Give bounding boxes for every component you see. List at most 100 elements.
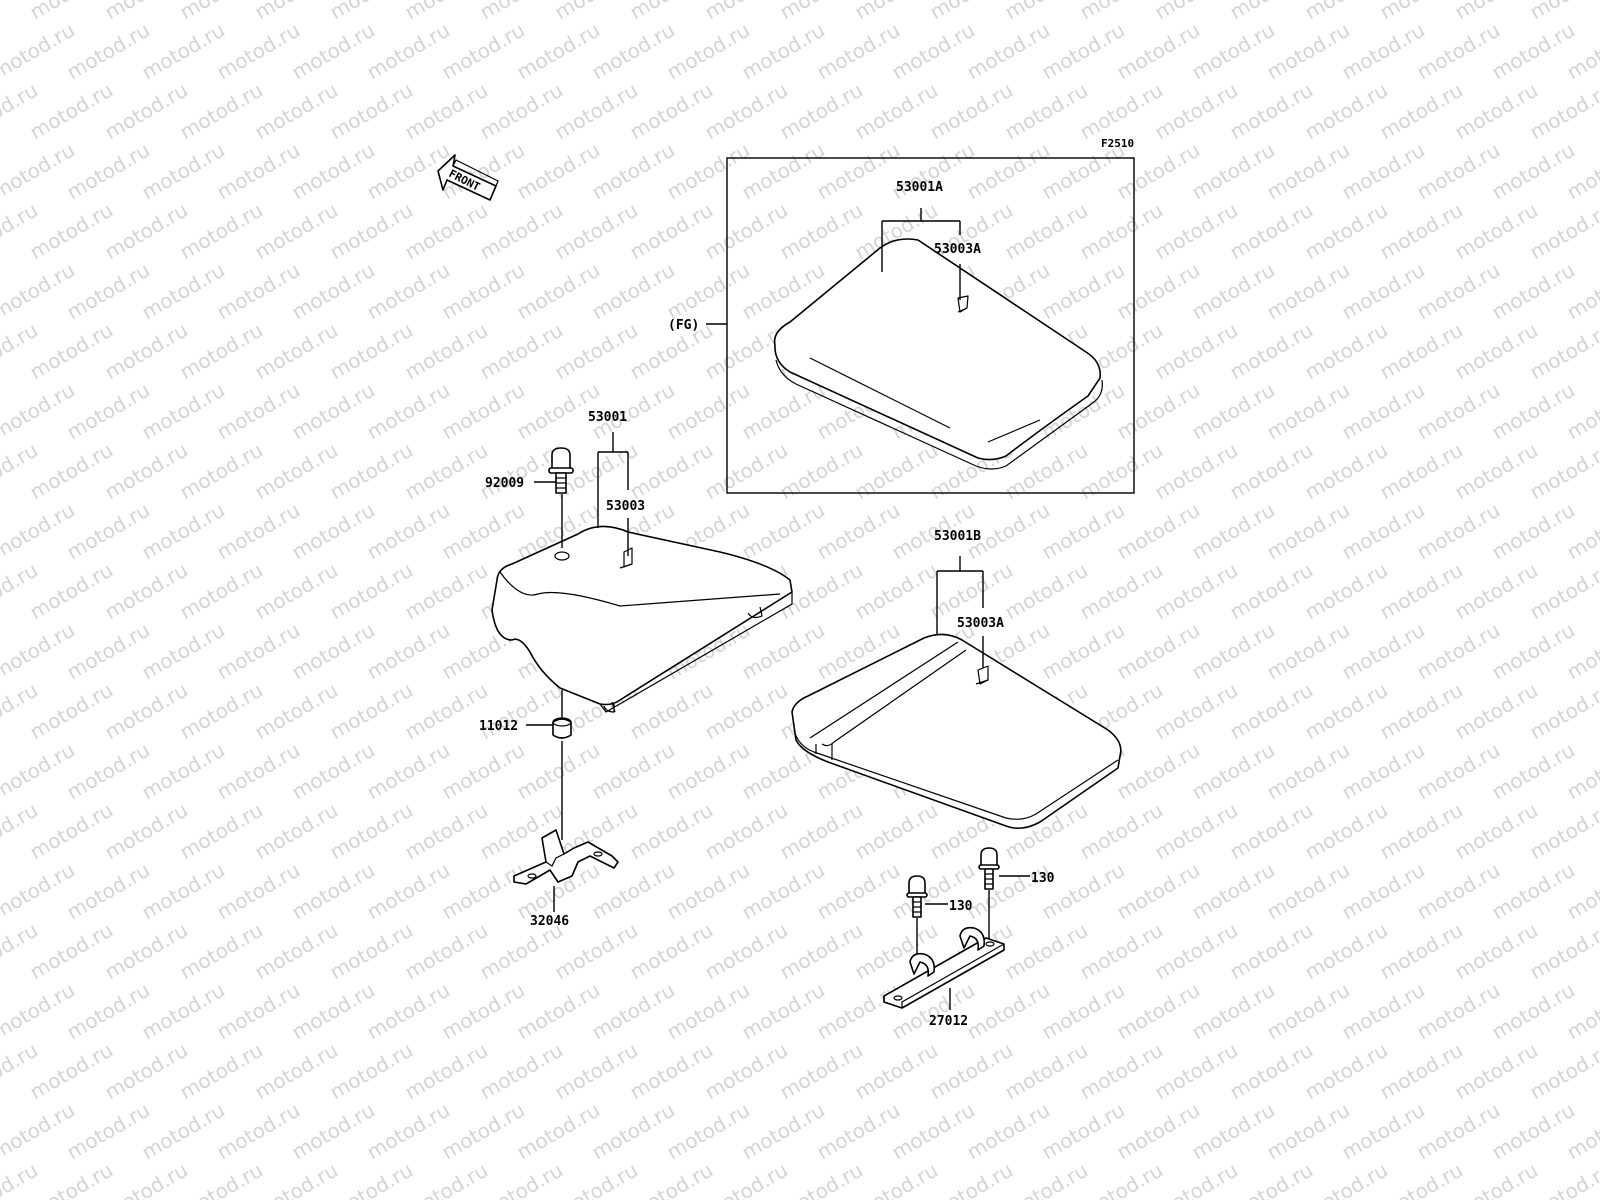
watermark-text: motod.ru [1226, 438, 1317, 505]
watermark-text: motod.ru [888, 1098, 979, 1165]
watermark-text: motod.ru [326, 198, 417, 265]
watermark-text: motod.ru [738, 1098, 829, 1165]
watermark-text: motod.ru [813, 138, 904, 205]
watermark-text: motod.ru [588, 18, 679, 85]
watermark-text: motod.ru [138, 18, 229, 85]
watermark-text: motod.ru [101, 198, 192, 265]
watermark-text: motod.ru [1113, 378, 1204, 445]
watermark-text: motod.ru [1526, 678, 1600, 745]
watermark-text: motod.ru [26, 438, 117, 505]
watermark-text: motod.ru [288, 978, 379, 1045]
watermark-text: motod.ru [213, 1098, 304, 1165]
watermark-text: motod.ru [1301, 558, 1392, 625]
watermark-text: motod.ru [1188, 378, 1279, 445]
watermark-text: motod.ru [813, 498, 904, 565]
watermark-text: motod.ru [251, 1038, 342, 1105]
watermark-text: motod.ru [288, 738, 379, 805]
watermark-text: motod.ru [0, 738, 79, 805]
watermark-text: motod.ru [326, 438, 417, 505]
watermark-text: motod.ru [663, 978, 754, 1045]
watermark-text: motod.ru [1526, 318, 1600, 385]
watermark-text: motod.ru [963, 858, 1054, 925]
watermark-text: motod.ru [1076, 798, 1167, 865]
watermark-text: motod.ru [1451, 1038, 1542, 1105]
watermark-text: motod.ru [363, 858, 454, 925]
watermark-text: motod.ru [1301, 318, 1392, 385]
watermark-text: motod.ru [776, 1038, 867, 1105]
watermark-text: motod.ru [138, 138, 229, 205]
watermark-text: motod.ru [513, 18, 604, 85]
watermark-text: motod.ru [1188, 978, 1279, 1045]
watermark-text: motod.ru [401, 798, 492, 865]
watermark-text: motod.ru [213, 138, 304, 205]
watermark-text: motod.ru [701, 78, 792, 145]
watermark-text: motod.ru [401, 918, 492, 985]
watermark-text: motod.ru [138, 858, 229, 925]
watermark-text: motod.ru [1001, 558, 1092, 625]
watermark-text: motod.ru [663, 378, 754, 445]
watermark-text: motod.ru [738, 378, 829, 445]
watermark-text: motod.ru [363, 1098, 454, 1165]
watermark-text: motod.ru [1113, 1098, 1204, 1165]
watermark-text: motod.ru [626, 1038, 717, 1105]
watermark-text: motod.ru [1526, 918, 1600, 985]
bracket-32046 [513, 829, 619, 885]
figure-code: F2510 [1101, 137, 1134, 150]
watermark-text: motod.ru [663, 738, 754, 805]
watermark-text: motod.ru [1451, 318, 1542, 385]
watermark-text: motod.ru [1113, 738, 1204, 805]
watermark-text: motod.ru [1301, 678, 1392, 745]
watermark-text: motod.ru [1188, 1098, 1279, 1165]
watermark-text: motod.ru [176, 1038, 267, 1105]
inset-frame [726, 157, 1135, 494]
watermark-text: motod.ru [626, 798, 717, 865]
watermark-text: motod.ru [1001, 198, 1092, 265]
watermark-text: motod.ru [213, 738, 304, 805]
watermark-text: motod.ru [1188, 258, 1279, 325]
watermark-text: motod.ru [1188, 138, 1279, 205]
watermark-text: motod.ru [851, 438, 942, 505]
watermark-text: motod.ru [1488, 978, 1579, 1045]
watermark-text: motod.ru [963, 18, 1054, 85]
watermark-text: motod.ru [176, 918, 267, 985]
watermark-text: motod.ru [1038, 18, 1129, 85]
watermark-text: motod.ru [0, 18, 79, 85]
watermark-text: motod.ru [0, 498, 79, 565]
watermark-text: motod.ru [1076, 198, 1167, 265]
watermark-text: motod.ru [663, 858, 754, 925]
watermark-text: motod.ru [1338, 138, 1429, 205]
watermark-text: motod.ru [738, 498, 829, 565]
watermark-text: motod.ru [588, 1098, 679, 1165]
watermark-text: motod.ru [1038, 618, 1129, 685]
watermark-text: motod.ru [1188, 858, 1279, 925]
watermark-text: motod.ru [26, 318, 117, 385]
watermark-text: motod.ru [1451, 198, 1542, 265]
watermark-text: motod.ru [663, 18, 754, 85]
watermark-text: motod.ru [1263, 18, 1354, 85]
watermark-text: motod.ru [738, 978, 829, 1045]
watermark-text: motod.ru [1488, 18, 1579, 85]
watermark-text: motod.ru [326, 78, 417, 145]
watermark-text: motod.ru [63, 618, 154, 685]
watermark-text: motod.ru [551, 1038, 642, 1105]
watermark-text: motod.ru [663, 258, 754, 325]
watermark-text: motod.ru [1488, 138, 1579, 205]
watermark-text: motod.ru [1526, 798, 1600, 865]
watermark-text: motod.ru [363, 378, 454, 445]
watermark-text: motod.ru [176, 438, 267, 505]
watermark-text: motod.ru [176, 558, 267, 625]
watermark-text: motod.ru [1076, 558, 1167, 625]
watermark-text: motod.ru [1151, 1038, 1242, 1105]
watermark-text: motod.ru [26, 198, 117, 265]
watermark-text: motod.ru [1338, 738, 1429, 805]
grommet-11012 [552, 717, 572, 739]
watermark-text: motod.ru [1151, 78, 1242, 145]
watermark-text: motod.ru [176, 318, 267, 385]
watermark-text: motod.ru [813, 858, 904, 925]
watermark-text: motod.ru [1038, 498, 1129, 565]
watermark-text: motod.ru [1338, 618, 1429, 685]
watermark-text: motod.ru [1413, 738, 1504, 805]
watermark-text: motod.ru [1413, 618, 1504, 685]
watermark-text: motod.ru [363, 18, 454, 85]
watermark-text: motod.ru [251, 78, 342, 145]
